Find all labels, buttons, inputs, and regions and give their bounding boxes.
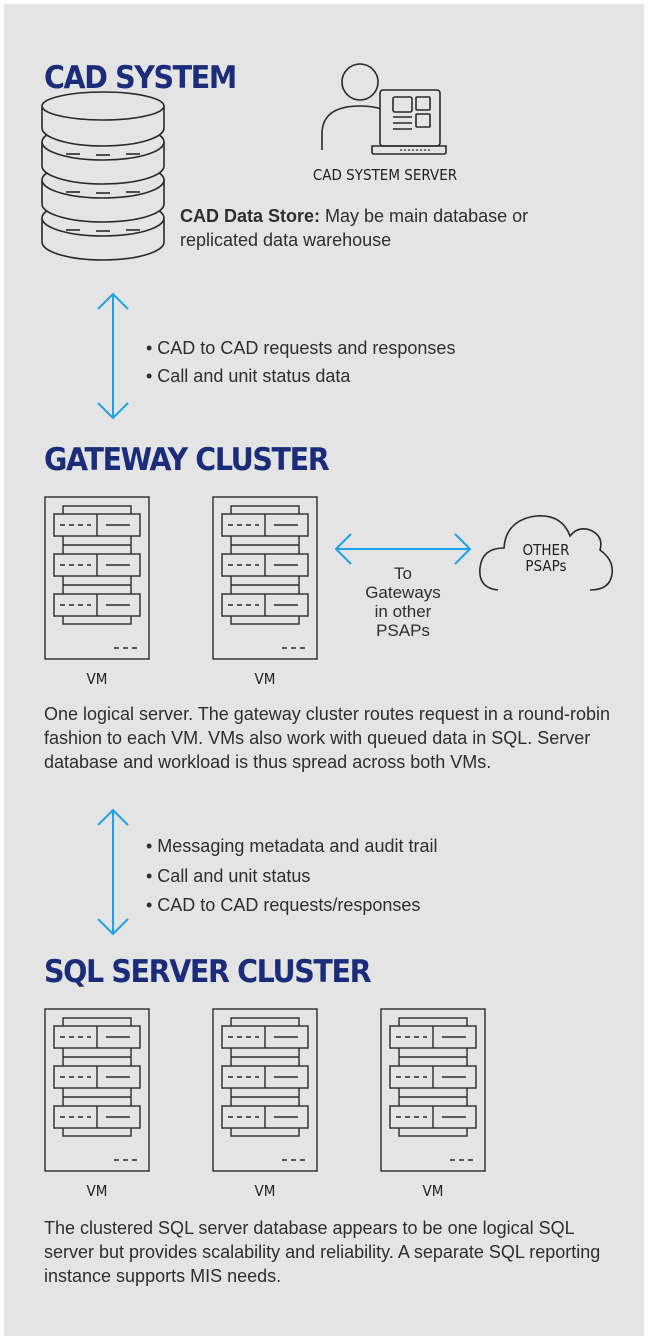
cad-server-label: CAD SYSTEM SERVER — [312, 166, 458, 184]
sql-vm-2 — [212, 1008, 318, 1172]
sql-vm-3 — [380, 1008, 486, 1172]
double-arrow-icon — [97, 808, 129, 936]
gateway-bullet-1: • Messaging metadata and audit trail — [146, 836, 438, 856]
sql-vm-label-1: VM — [86, 1182, 108, 1200]
other-psaps-label: OTHER PSAPs — [522, 541, 570, 575]
cloud-icon — [479, 515, 614, 591]
cad-system-title: CAD SYSTEM — [44, 60, 237, 96]
double-arrow-icon — [334, 533, 472, 565]
gateway-vm-1 — [44, 496, 150, 660]
gateway-description: One logical server. The gateway cluster … — [44, 704, 610, 772]
server-user-icon — [321, 63, 447, 155]
sql-vm-label-2: VM — [254, 1182, 276, 1200]
cad-bullet-1: • CAD to CAD requests and responses — [146, 338, 456, 358]
sql-vm-1 — [44, 1008, 150, 1172]
cad-datastore-bold: CAD Data Store: — [180, 206, 321, 226]
gateway-vm-2 — [212, 496, 318, 660]
gateway-cluster-title: GATEWAY CLUSTER — [44, 442, 330, 478]
double-arrow-icon — [97, 292, 129, 420]
cad-datastore-description: CAD Data Store: May be main database or … — [180, 204, 600, 252]
cad-bullet-2: • Call and unit status data — [146, 366, 351, 386]
sql-description: The clustered SQL server database appear… — [44, 1218, 601, 1286]
sql-vm-label-3: VM — [422, 1182, 444, 1200]
gateway-bullet-2: • Call and unit status — [146, 866, 311, 886]
gateway-bullet-3: • CAD to CAD requests/responses — [146, 895, 421, 915]
gateway-vm-label-2: VM — [254, 670, 276, 688]
gateway-vm-label-1: VM — [86, 670, 108, 688]
cad-datastore-text: May be main database or replicated data … — [180, 206, 529, 250]
database-icon — [41, 91, 165, 261]
sql-cluster-title: SQL SERVER CLUSTER — [44, 954, 372, 990]
to-gateways-label: To Gateways in other PSAPs — [365, 564, 441, 640]
